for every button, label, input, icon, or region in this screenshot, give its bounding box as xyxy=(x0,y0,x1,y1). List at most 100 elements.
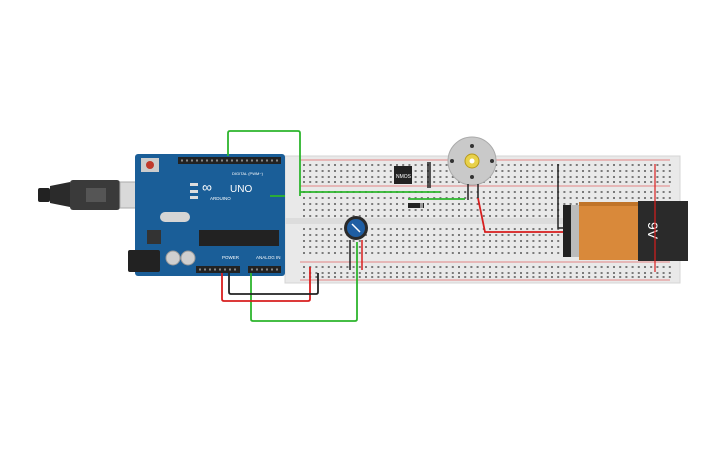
breadboard-hole[interactable] xyxy=(513,228,516,230)
breadboard-hole[interactable] xyxy=(365,240,367,242)
breadboard-hole[interactable] xyxy=(458,191,460,193)
breadboard-hole[interactable] xyxy=(656,164,659,166)
breadboard-hole[interactable] xyxy=(544,191,547,193)
breadboard-hole[interactable] xyxy=(544,276,547,278)
breadboard-hole[interactable] xyxy=(501,234,504,236)
breadboard-hole[interactable] xyxy=(433,197,436,199)
breadboard-hole[interactable] xyxy=(315,276,318,278)
breadboard-hole[interactable] xyxy=(340,252,343,254)
breadboard-hole[interactable] xyxy=(650,191,653,193)
breadboard-hole[interactable] xyxy=(365,272,367,274)
breadboard-hole[interactable] xyxy=(637,266,640,268)
breadboard-hole[interactable] xyxy=(408,276,411,278)
breadboard-hole[interactable] xyxy=(414,252,417,254)
breadboard-hole[interactable] xyxy=(303,240,305,242)
breadboard-hole[interactable] xyxy=(433,215,436,217)
breadboard-hole[interactable] xyxy=(489,203,491,205)
breadboard-hole[interactable] xyxy=(495,240,498,242)
breadboard-hole[interactable] xyxy=(613,176,615,178)
breadboard-hole[interactable] xyxy=(544,234,547,236)
breadboard-hole[interactable] xyxy=(662,266,665,268)
breadboard-hole[interactable] xyxy=(340,240,343,242)
breadboard-hole[interactable] xyxy=(582,164,584,166)
breadboard-hole[interactable] xyxy=(334,252,336,254)
breadboard-hole[interactable] xyxy=(569,191,572,193)
breadboard-hole[interactable] xyxy=(513,170,516,172)
breadboard-hole[interactable] xyxy=(532,209,535,211)
breadboard-hole[interactable] xyxy=(377,215,380,217)
breadboard-hole[interactable] xyxy=(371,209,374,211)
breadboard-hole[interactable] xyxy=(445,272,448,274)
breadboard-hole[interactable] xyxy=(656,181,659,183)
breadboard-hole[interactable] xyxy=(433,266,436,268)
breadboard-hole[interactable] xyxy=(383,276,386,278)
breadboard-hole[interactable] xyxy=(544,197,547,199)
breadboard-hole[interactable] xyxy=(321,176,324,178)
breadboard-hole[interactable] xyxy=(464,252,467,254)
breadboard-hole[interactable] xyxy=(358,240,361,242)
breadboard-hole[interactable] xyxy=(396,215,398,217)
breadboard-hole[interactable] xyxy=(389,197,392,199)
breadboard-hole[interactable] xyxy=(569,197,572,199)
breadboard-hole[interactable] xyxy=(414,234,417,236)
breadboard-hole[interactable] xyxy=(551,240,553,242)
breadboard-hole[interactable] xyxy=(315,215,318,217)
breadboard-hole[interactable] xyxy=(489,215,491,217)
header-pin[interactable] xyxy=(191,159,193,162)
breadboard-hole[interactable] xyxy=(389,209,392,211)
breadboard-hole[interactable] xyxy=(557,246,560,248)
breadboard-hole[interactable] xyxy=(600,191,603,193)
breadboard-hole[interactable] xyxy=(427,197,429,199)
breadboard-hole[interactable] xyxy=(668,266,671,268)
breadboard-hole[interactable] xyxy=(402,240,405,242)
header-pin[interactable] xyxy=(181,159,183,162)
breadboard-hole[interactable] xyxy=(569,181,572,183)
potentiometer[interactable] xyxy=(344,216,368,270)
breadboard-hole[interactable] xyxy=(458,266,460,268)
breadboard-hole[interactable] xyxy=(402,203,405,205)
breadboard-hole[interactable] xyxy=(538,176,541,178)
breadboard-hole[interactable] xyxy=(637,181,640,183)
header-pin[interactable] xyxy=(216,159,218,162)
breadboard-hole[interactable] xyxy=(489,246,491,248)
breadboard-hole[interactable] xyxy=(526,215,529,217)
breadboard-hole[interactable] xyxy=(327,234,330,236)
breadboard-hole[interactable] xyxy=(439,228,442,230)
breadboard-hole[interactable] xyxy=(377,276,380,278)
breadboard-hole[interactable] xyxy=(538,170,541,172)
breadboard-hole[interactable] xyxy=(321,181,324,183)
breadboard-hole[interactable] xyxy=(619,197,622,199)
breadboard-hole[interactable] xyxy=(538,215,541,217)
breadboard-hole[interactable] xyxy=(526,191,529,193)
breadboard-hole[interactable] xyxy=(538,209,541,211)
breadboard-hole[interactable] xyxy=(613,266,615,268)
breadboard-hole[interactable] xyxy=(358,197,361,199)
header-pin[interactable] xyxy=(236,159,238,162)
breadboard-hole[interactable] xyxy=(445,164,448,166)
breadboard-hole[interactable] xyxy=(303,228,305,230)
breadboard-hole[interactable] xyxy=(575,197,578,199)
breadboard-hole[interactable] xyxy=(396,240,398,242)
breadboard-hole[interactable] xyxy=(507,276,510,278)
breadboard-hole[interactable] xyxy=(526,234,529,236)
breadboard-hole[interactable] xyxy=(420,276,423,278)
breadboard-hole[interactable] xyxy=(613,197,615,199)
breadboard-hole[interactable] xyxy=(575,191,578,193)
breadboard-hole[interactable] xyxy=(371,203,374,205)
breadboard-hole[interactable] xyxy=(327,170,330,172)
breadboard-hole[interactable] xyxy=(582,197,584,199)
breadboard-hole[interactable] xyxy=(420,234,423,236)
header-pin[interactable] xyxy=(261,159,263,162)
breadboard-hole[interactable] xyxy=(495,266,498,268)
breadboard-hole[interactable] xyxy=(346,181,349,183)
breadboard-hole[interactable] xyxy=(656,272,659,274)
breadboard-hole[interactable] xyxy=(563,176,566,178)
breadboard-hole[interactable] xyxy=(389,164,392,166)
breadboard-hole[interactable] xyxy=(526,240,529,242)
breadboard-hole[interactable] xyxy=(451,191,454,193)
breadboard-hole[interactable] xyxy=(402,164,405,166)
breadboard-hole[interactable] xyxy=(365,276,367,278)
breadboard-hole[interactable] xyxy=(532,176,535,178)
breadboard-hole[interactable] xyxy=(433,209,436,211)
breadboard-hole[interactable] xyxy=(396,252,398,254)
